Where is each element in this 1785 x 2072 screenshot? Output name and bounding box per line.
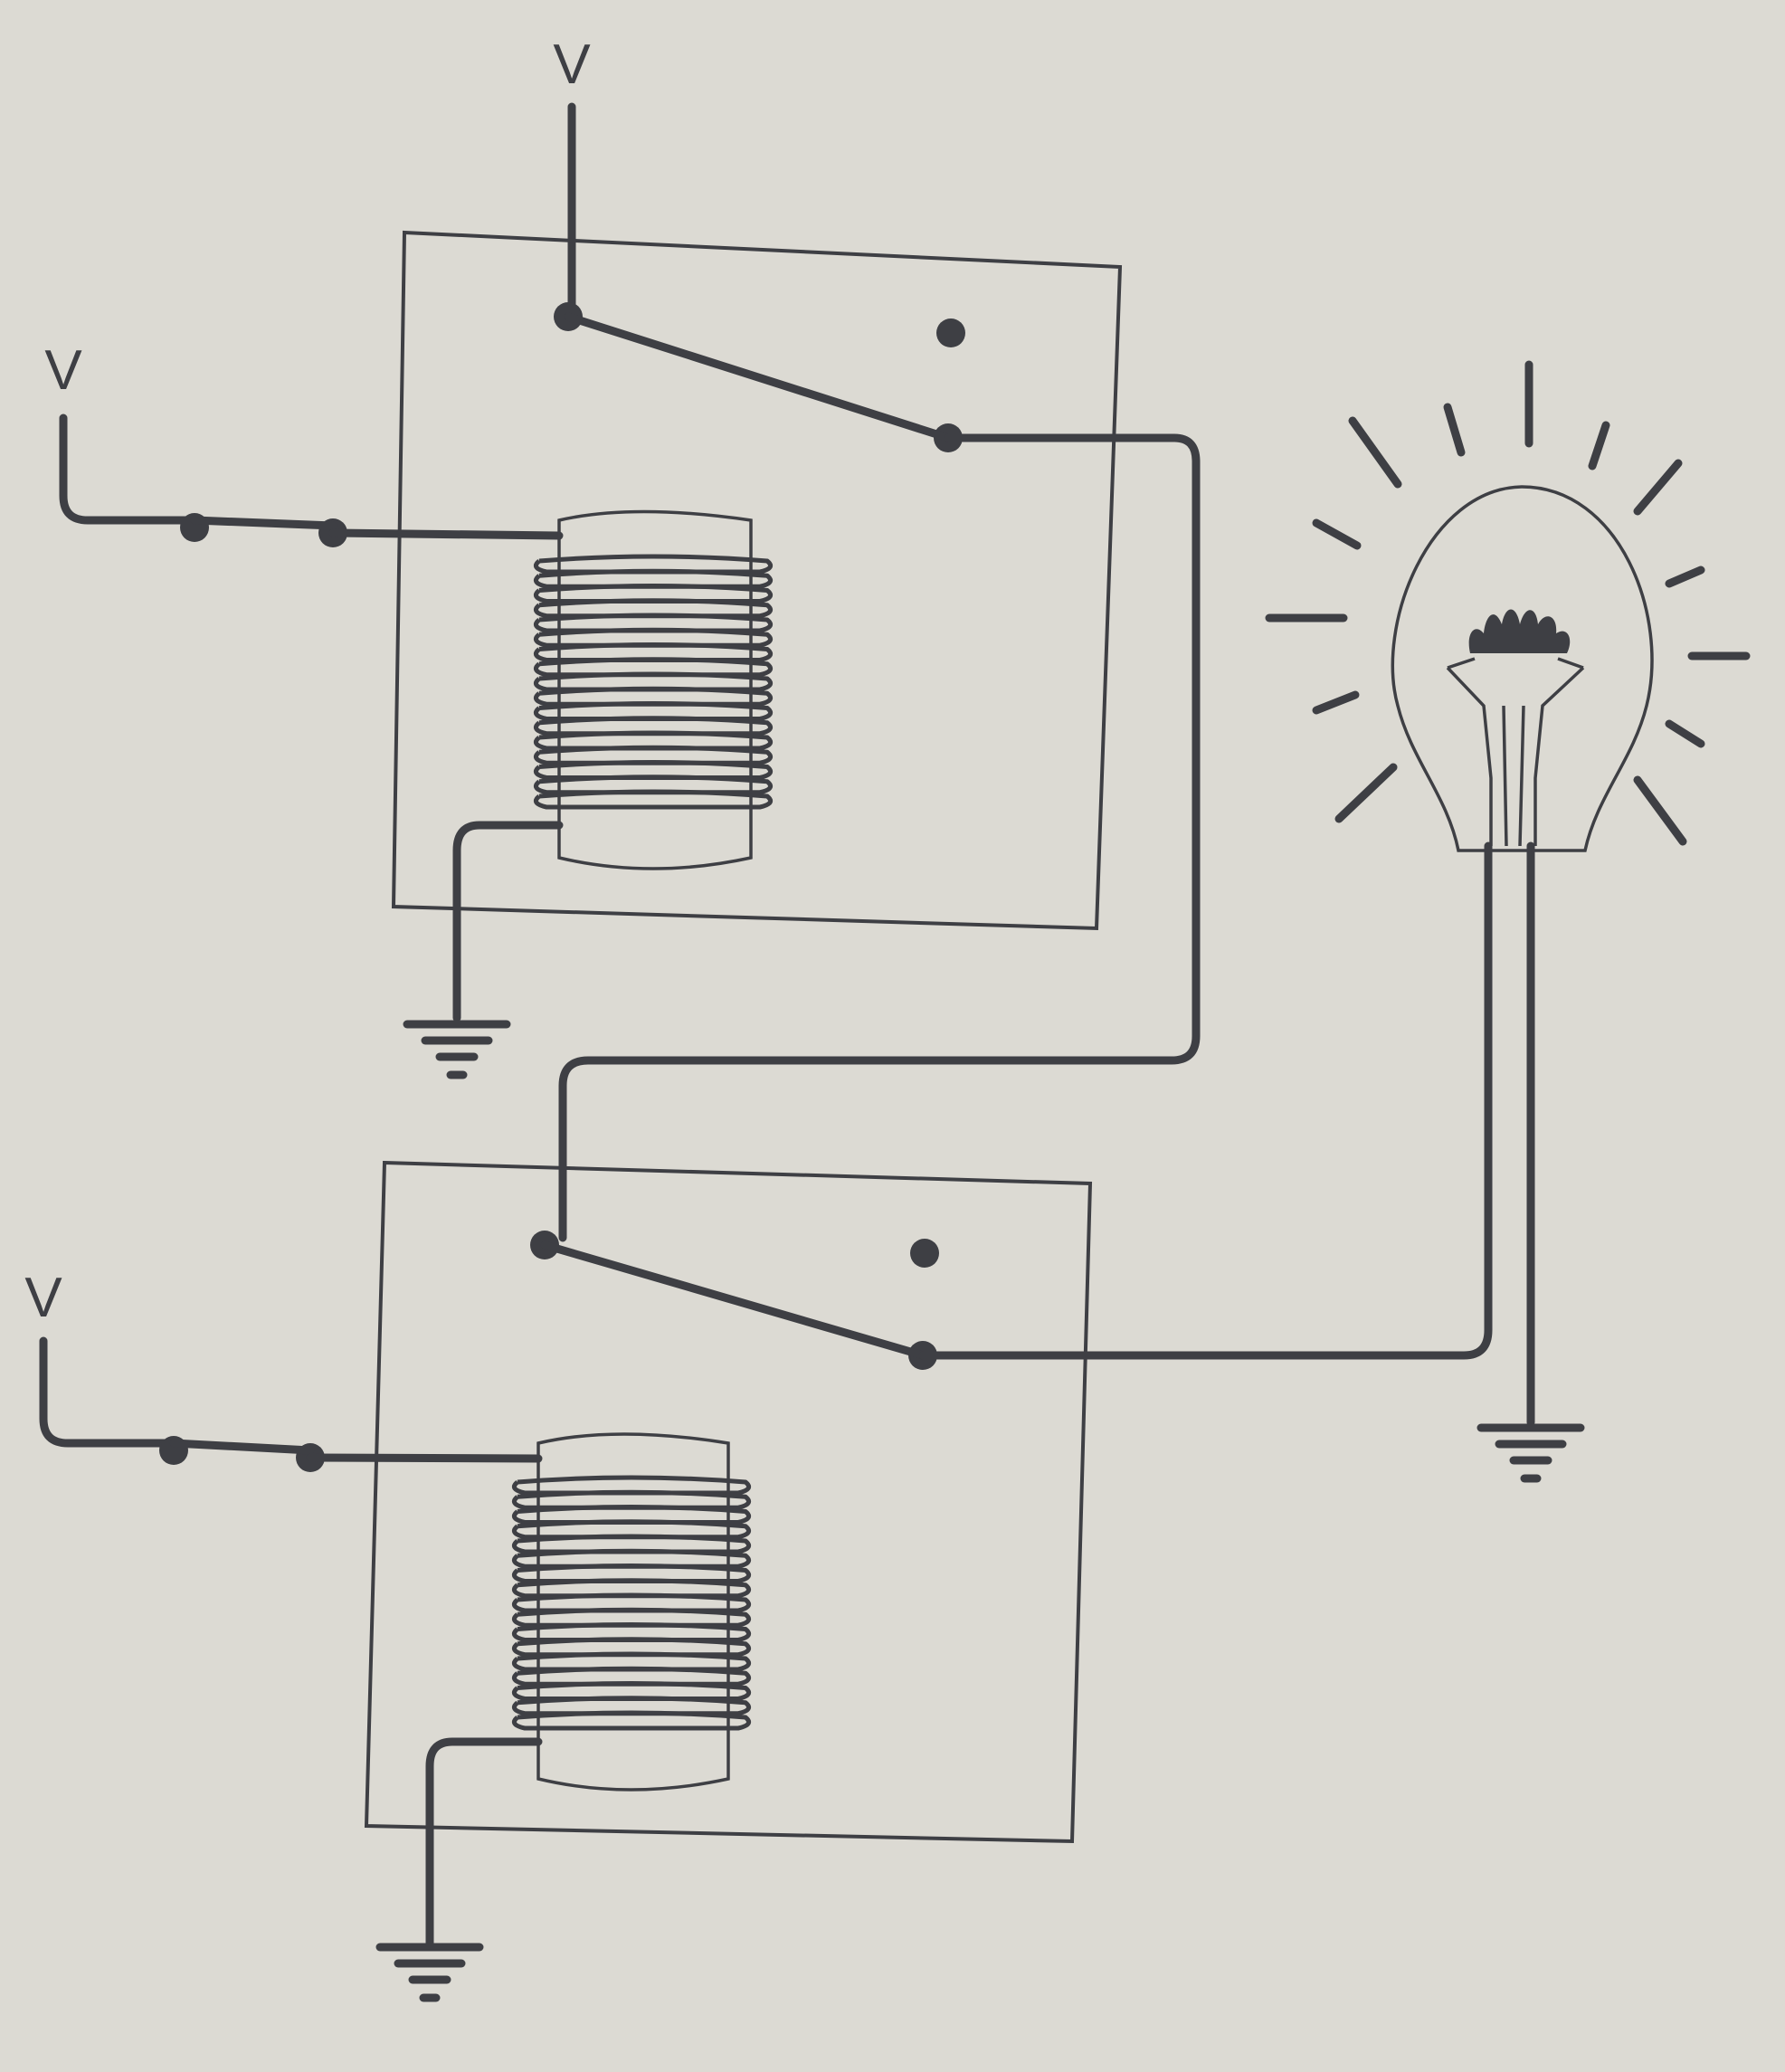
relay-1-frame [391,230,1123,931]
coil-turn [511,1710,752,1731]
coil-turn [511,1592,752,1613]
relay-2-open-contact [910,1239,939,1268]
relay-1-coil [533,509,774,870]
coil-turn [533,657,774,678]
lamp-ground-symbol [1476,1423,1585,1483]
coil-turn [511,1666,752,1687]
coil-turn [533,701,774,721]
top-supply-label: V [553,33,591,96]
coil-turn [511,1681,752,1701]
relay-1-armature [564,312,953,442]
coil-turn [511,1578,752,1599]
light-rays-icon [1265,360,1751,846]
coil-turn [511,1622,752,1642]
coil-turn [511,1564,752,1583]
coil-turn [533,613,774,633]
coil-turn [511,1607,752,1628]
relay-2-ground-symbol [375,1943,484,2002]
coil-turn [533,716,774,737]
coil-turn [533,730,774,751]
coil-turn [511,1696,752,1716]
relay-2-supply-label: V [24,1267,62,1329]
coil-turn [533,789,774,810]
relay-1-ground-symbol [403,1020,511,1079]
coil-turn [533,627,774,648]
coil-turn [511,1505,752,1525]
relay-1-coil-windings [533,554,774,810]
relay-1-supply-label: V [44,339,82,402]
relay-2-coil-windings [511,1475,752,1731]
coil-turn [533,775,774,795]
relay-2-coil-core [536,1432,730,1792]
relay-2-supply-wire [39,1336,178,1448]
coil-turn [511,1651,752,1672]
relay-1-open-contact [936,318,965,347]
bulb-glass [1391,485,1654,852]
relay-2-ground-lead [425,1737,543,1948]
coil-turn [533,568,774,589]
coil-turn [511,1489,752,1510]
coil-turn [533,642,774,662]
relay-1-coil-lead [328,528,564,540]
bulb-stem [1446,657,1585,847]
coil-turn [511,1548,752,1569]
coil-turn [511,1475,752,1496]
coil-turn [533,584,774,604]
coil-turn [511,1534,752,1554]
light-bulb-icon [1265,360,1751,852]
coil-turn [533,554,774,575]
relay-2-coil-lead [306,1453,543,1463]
relay-1-ground-lead [452,821,564,1022]
coil-turn [533,745,774,765]
lamp-feed-wire [918,841,1493,1360]
coil-turn [533,760,774,780]
coil-turn [511,1519,752,1540]
coil-turn [511,1637,752,1658]
coil-turn [533,686,774,707]
relay-2-coil [511,1432,752,1792]
relay-1-supply-wire [59,413,199,525]
relay-2-armature [540,1240,927,1360]
relay-1-switch-lever [190,516,337,530]
interrelay-wire [558,433,1201,1242]
coil-turn [533,598,774,619]
relay-2-frame [364,1160,1093,1844]
bulb-filament [1468,609,1571,653]
relay-1-coil-core [557,509,753,870]
relay-2-switch-lever [169,1439,315,1455]
coil-turn [533,671,774,692]
